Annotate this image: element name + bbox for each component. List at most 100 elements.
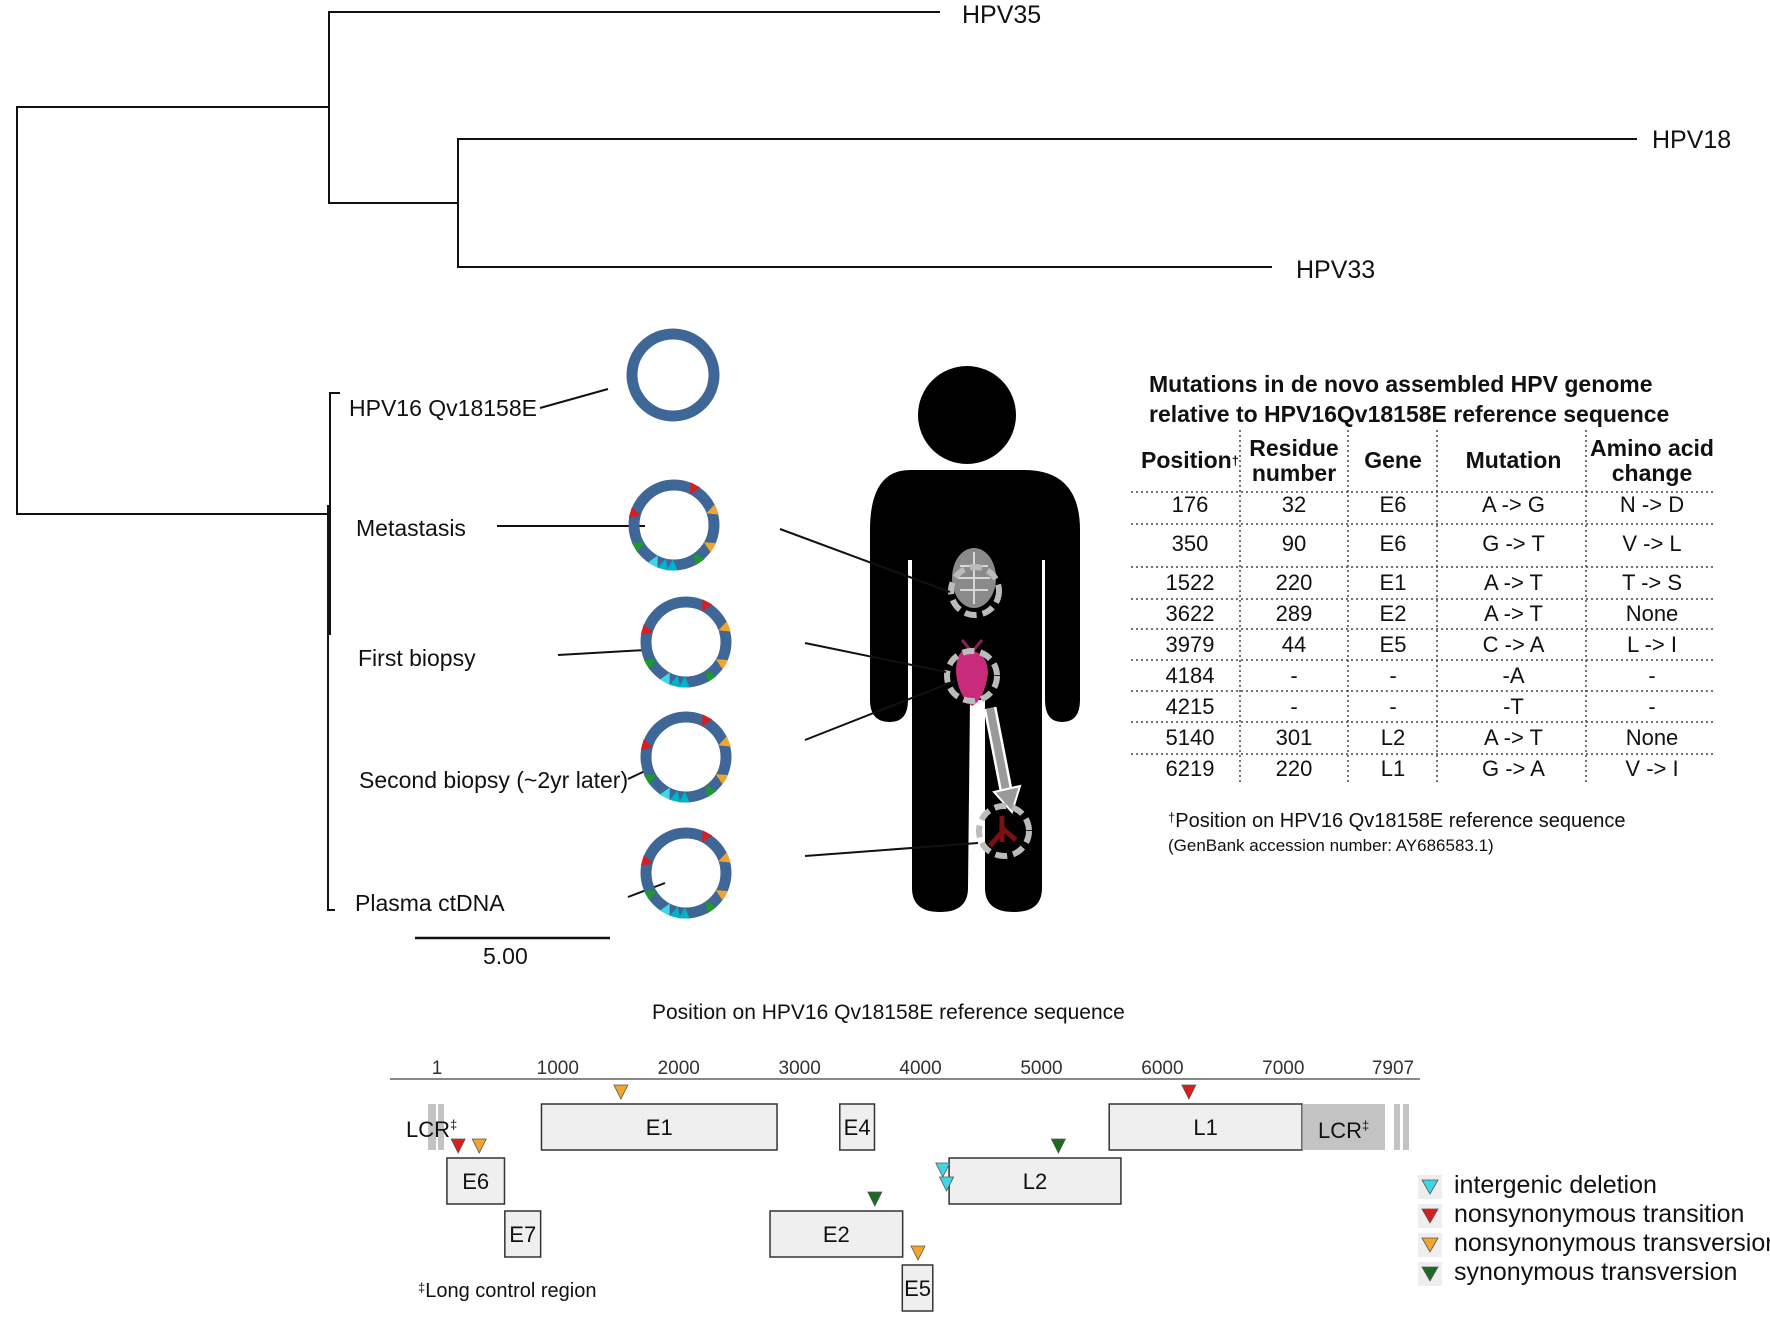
gene-box-e6 <box>446 1157 506 1205</box>
mutation-marker <box>938 1176 955 1192</box>
ring-mutation-glyph <box>715 774 729 785</box>
header-gene-text: Gene <box>1364 447 1422 473</box>
ring-mutation-glyph <box>640 739 653 750</box>
ring-mutation-glyph <box>690 482 701 495</box>
mutation-marker <box>613 1084 629 1100</box>
legend-swatch <box>1418 1204 1442 1228</box>
table-cell-gene: L2 <box>1380 725 1406 750</box>
connector-line <box>779 528 951 593</box>
ring-mutation-glyph <box>715 659 729 670</box>
table-cell-aa-change: V -> L <box>1622 531 1682 556</box>
lcr-mark: ‡ <box>450 1117 458 1132</box>
lcr-footnote: ‡Long control region <box>418 1280 596 1303</box>
gene-label-l1: L1 <box>1193 1115 1217 1140</box>
axis-tick-label: 1000 <box>537 1058 579 1079</box>
table-footnote-line-1: †Position on HPV16 Qv18158E reference se… <box>1168 810 1626 833</box>
spread-arrow <box>983 706 1022 814</box>
legend-swatch <box>1418 1233 1442 1257</box>
legend-swatch <box>1418 1262 1442 1286</box>
mutation-marker <box>471 1138 487 1154</box>
header-residue-line-2: number <box>1251 460 1337 486</box>
table-cell-residue: 220 <box>1275 570 1313 595</box>
table-cell-aa-change: None <box>1625 601 1679 626</box>
header-mutation-text: Mutation <box>1465 447 1562 473</box>
gene-label-e6: E6 <box>462 1169 489 1194</box>
ring-mutation-glyph <box>715 890 729 901</box>
plasma-site-marker <box>976 803 1032 859</box>
ring-mutation-glyph <box>693 553 705 566</box>
table-cell-mutation: A -> T <box>1484 601 1543 626</box>
header-position-text: Position <box>1141 447 1232 473</box>
legend-triangle-icon <box>1421 1266 1439 1282</box>
table-cell-residue: 289 <box>1275 601 1313 626</box>
ring-mutation-glyph <box>669 790 681 803</box>
legend-label: synonymous transversion <box>1454 1258 1738 1286</box>
table-cell-position: 350 <box>1171 531 1209 556</box>
lcr-label-left: LCR‡ <box>406 1117 457 1143</box>
lcr-footnote-text: Long control region <box>425 1280 597 1302</box>
ring-mutation-glyph <box>659 787 670 800</box>
table-cell-residue: 32 <box>1281 492 1307 517</box>
blood-vessel-organ <box>988 816 1018 848</box>
table-cell-mutation: G -> T <box>1482 531 1545 556</box>
gene-box-e1 <box>540 1103 778 1151</box>
ring-mutation-glyph <box>718 621 731 632</box>
table-cell-position: 6219 <box>1165 756 1215 781</box>
footnote-text: Position on HPV16 Qv18158E reference seq… <box>1175 810 1626 832</box>
table-cell-aa-change: N -> D <box>1619 492 1685 517</box>
gene-box-e2 <box>769 1210 904 1258</box>
axis-tick-label: 5000 <box>1020 1058 1062 1079</box>
ring-mutation-glyph <box>643 659 657 670</box>
ring-mutation-glyph <box>631 542 645 553</box>
axis-tick-label: 3000 <box>779 1058 821 1079</box>
ring-mutation-glyph <box>659 903 670 916</box>
column-header-gene: Gene <box>1350 448 1436 473</box>
genome-axis-title: Position on HPV16 Qv18158E reference seq… <box>652 1001 1125 1024</box>
mutation-marker <box>867 1191 883 1207</box>
legend-triangle-icon <box>1421 1208 1439 1224</box>
table-cell-gene: E1 <box>1379 570 1407 595</box>
mutation-marker <box>450 1138 466 1154</box>
gene-label-e4: E4 <box>844 1115 871 1140</box>
gene-box-e4 <box>839 1103 876 1151</box>
axis-tick-label: 1 <box>432 1058 443 1079</box>
table-footnote-line-2: (GenBank accession number: AY686583.1) <box>1168 836 1494 855</box>
table-title-line-2: relative to HPV16Qv18158E reference sequ… <box>1149 401 1670 427</box>
header-residue-line-1: Residue <box>1249 435 1339 461</box>
table-cell-aa-change: - <box>1648 663 1656 688</box>
table-cell-position: 5140 <box>1165 725 1215 750</box>
header-position-mark: † <box>1231 453 1239 468</box>
taxon-label-hpv33: HPV33 <box>1296 256 1376 284</box>
ring-mutation-glyph <box>659 672 670 685</box>
ring-mutation-glyph <box>678 676 690 688</box>
table-cell-aa-change: V -> I <box>1625 756 1679 781</box>
ring-mutation-glyph <box>702 599 713 612</box>
table-cell-position: 4215 <box>1165 694 1215 719</box>
connector-line <box>804 842 979 857</box>
table-cell-mutation: -A <box>1502 663 1525 688</box>
table-cell-gene: E5 <box>1379 632 1407 657</box>
sample-label-plasma-ctdna: Plasma ctDNA <box>355 890 505 916</box>
table-cell-residue: 44 <box>1281 632 1307 657</box>
ring-mutation-glyph <box>640 855 653 866</box>
gene-label-e2: E2 <box>823 1222 850 1247</box>
lcr-block-right <box>1403 1104 1409 1150</box>
mutation-marker <box>935 1162 951 1178</box>
ring-mutation-glyph <box>657 558 669 571</box>
lcr-block-right <box>1302 1104 1385 1150</box>
sample-label-first-biopsy: First biopsy <box>358 645 476 671</box>
table-title-line-1: Mutations in de novo assembled HPV genom… <box>1149 371 1653 397</box>
legend-triangle-icon <box>1421 1237 1439 1253</box>
table-cell-aa-change: - <box>1648 694 1656 719</box>
ring-mutation-glyph <box>705 785 717 798</box>
table-cell-mutation: A -> T <box>1484 570 1543 595</box>
legend-label: intergenic deletion <box>1454 1171 1657 1199</box>
footnote-mark: † <box>1168 810 1176 825</box>
gene-label-e5: E5 <box>904 1276 931 1301</box>
table-cell-gene: E2 <box>1379 601 1407 626</box>
legend-triangle-icon <box>1421 1179 1439 1195</box>
table-cell-aa-change: T -> S <box>1621 570 1683 595</box>
table-cell-residue: - <box>1290 694 1298 719</box>
